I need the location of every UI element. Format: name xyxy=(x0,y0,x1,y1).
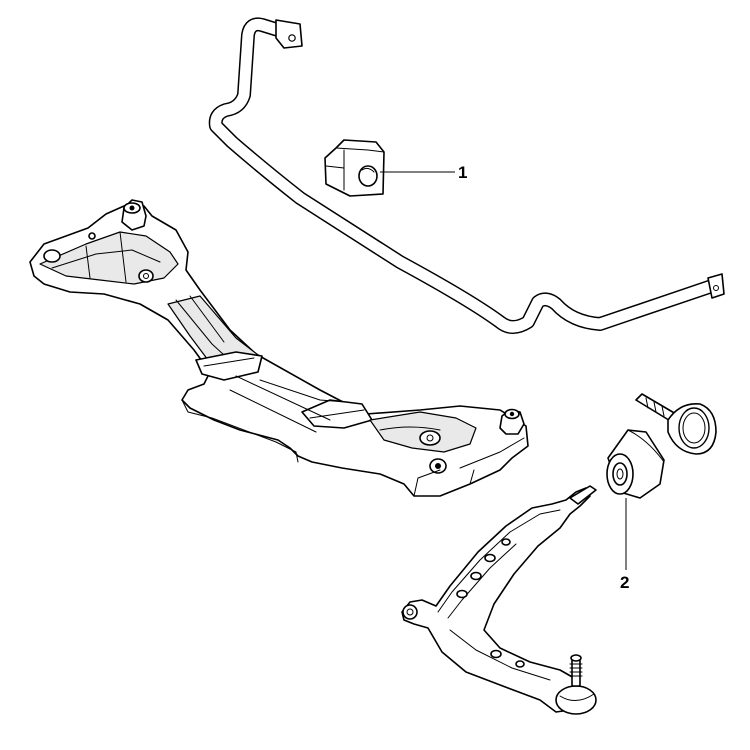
stabilizer-bar xyxy=(208,17,725,334)
control-arm-bushing xyxy=(606,429,665,499)
front-axle-carrier xyxy=(29,199,529,497)
stabilizer-bushing xyxy=(324,139,385,197)
bushing-bracket xyxy=(635,393,717,455)
callout-1: 1 xyxy=(458,163,467,182)
control-arm xyxy=(401,485,597,715)
callout-2: 2 xyxy=(620,573,629,592)
leader-lines xyxy=(380,171,627,570)
